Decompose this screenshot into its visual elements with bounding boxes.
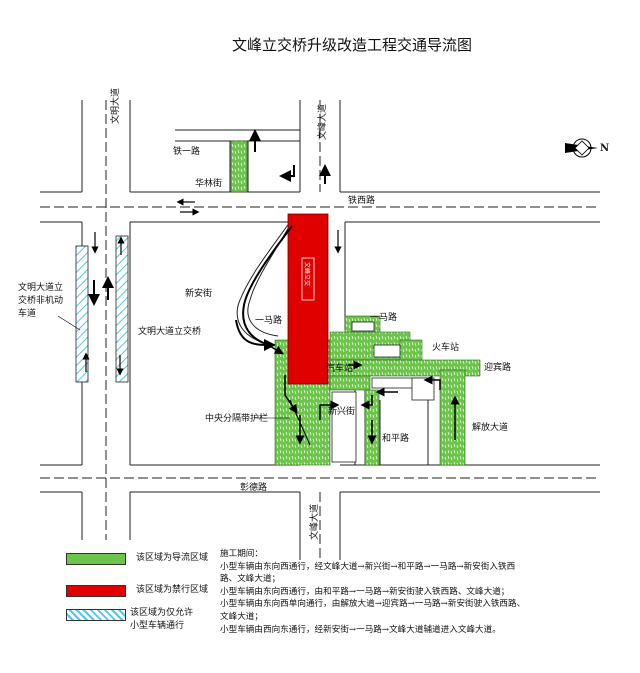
legend-label-small-vehicles-1: 该区域为仅允许 [130,608,194,618]
note-line: 小型车辆由东向西通行，由和平路→一马路→新安街驶入铁西路、文峰大道； [220,586,510,597]
small-vehicle-lane-left [75,245,89,383]
label-yingbin: 迎宾路 [484,361,511,373]
traffic-arrows [82,129,460,445]
legend-swatch-diversion [66,553,126,565]
label-mayi-left: 一马路 [255,314,282,326]
legend-swatch-forbidden [66,585,126,597]
label-wenming-top: 文明大道 [109,88,121,124]
small-vehicle-lane-right [115,235,129,383]
building-blocks [331,321,435,463]
label-wenfeng-top: 文峰大道 [316,104,328,140]
map-title: 文峰立交桥升级改造工程交通导流图 [232,36,472,54]
note-line: 小型车辆由东向西单向通行，由解放大道→迎宾路→一马路→新安街驶入铁西路、 [220,599,526,610]
label-xinan: 新安街 [185,287,212,299]
compass-icon: N [565,138,609,158]
label-xinxing: 新兴街 [328,405,355,417]
label-qichezhan: 汽车站 [326,362,353,374]
legend-label-diversion: 该区域为导流区域 [136,553,209,563]
note-line: 小型车辆由西向东通行，经新安街→一马路→文峰大道辅道进入文峰大道。 [220,624,501,635]
svg-text:N: N [600,143,609,154]
label-median: 中央分隔带护栏 [205,412,268,424]
diversion-jiefang [439,369,466,466]
label-tieyi: 铁一路 [173,145,200,157]
label-heping: 和平路 [382,432,409,444]
diversion-xinxing [329,375,371,391]
label-tiexi: 铁西路 [348,194,375,206]
legend-swatch-small-vehicles [66,609,126,621]
legend-label-small-vehicles-2: 小型车辆通行 [130,621,185,631]
label-wenming-side-3: 车道 [18,307,36,319]
label-mayi-right: 一马路 [370,311,397,323]
label-wenming-side-1: 文明大道立 [18,281,63,293]
forbidden-area [287,213,329,385]
legend-label-forbidden: 该区域为禁行区域 [136,585,209,595]
label-jiefang: 解放大道 [472,421,508,433]
diversion-hualin [230,140,248,193]
note-line: 小型车辆由东向西通行，经文峰大道→新兴街→和平路→一马路→新安街入铁西 [220,561,516,572]
label-huochezhan: 火车站 [432,341,459,353]
note-line: 施工期间： [220,549,263,559]
label-zhangde: 彰德路 [240,481,267,493]
bridge-inner-label: 文峰立交 [303,262,311,286]
road-lines [40,100,600,560]
note-line: 文峰大道； [220,611,263,622]
label-hualin: 华林街 [195,177,222,189]
construction-notes: 施工期间： 小型车辆由东向西通行，经文峰大道→新兴街→和平路→一马路→新安街入铁… [220,548,630,636]
note-line: 路、文峰大道； [220,574,281,585]
label-wenfeng-bottom: 文峰大道 [308,504,320,540]
label-wenming-bridge: 文明大道立交桥 [138,325,201,337]
label-wenming-side-2: 交桥非机动 [18,294,63,306]
